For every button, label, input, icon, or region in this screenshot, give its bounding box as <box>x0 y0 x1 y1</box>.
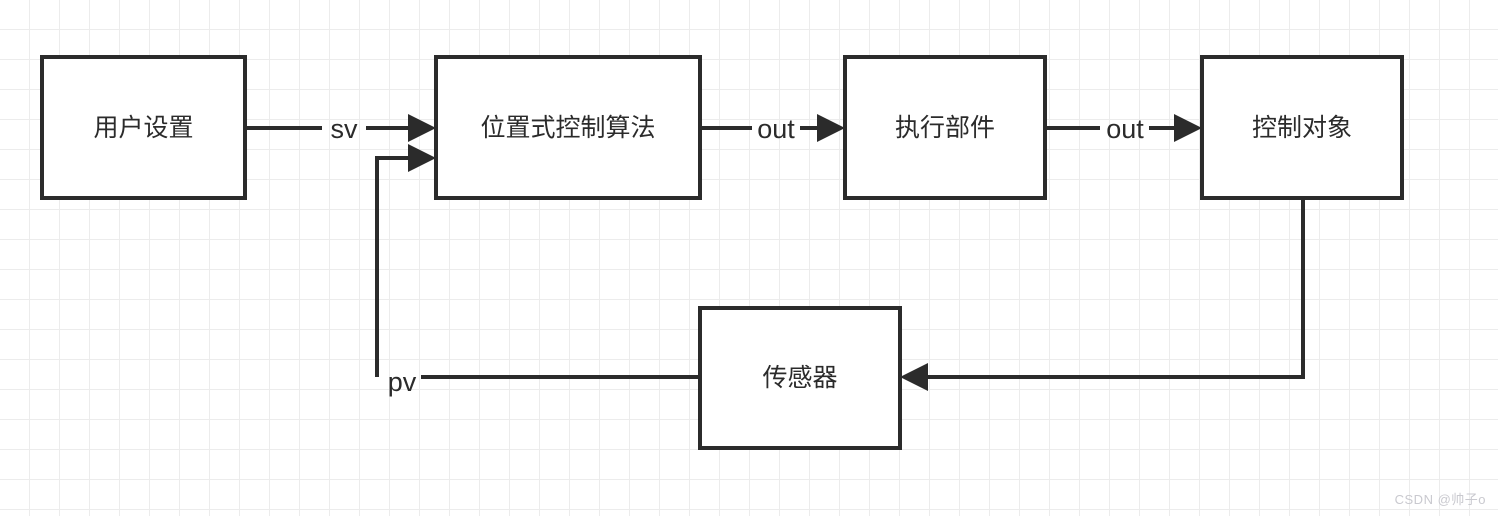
node-sensor-label: 传感器 <box>762 364 837 392</box>
node-controlled-object-box[interactable] <box>1200 55 1404 200</box>
node-position-control-algorithm-label: 位置式控制算法 <box>480 114 655 142</box>
node-position-control-algorithm[interactable]: 位置式控制算法 <box>434 55 702 200</box>
edge-plant-to-sensor-line <box>922 198 1305 379</box>
node-user-setting-box[interactable] <box>40 55 247 200</box>
edge-pv-line <box>375 156 700 379</box>
edge-sv-arrowhead <box>408 114 436 142</box>
node-sensor-box[interactable] <box>698 306 902 450</box>
edge-pv-arrowhead <box>408 144 436 172</box>
edge-sv: sv <box>245 114 436 144</box>
edge-out-1-label: out <box>757 114 795 144</box>
node-controlled-object-label: 控制对象 <box>1252 114 1352 142</box>
edge-out-2-arrowhead <box>1174 114 1202 142</box>
node-controlled-object[interactable]: 控制对象 <box>1200 55 1404 200</box>
node-user-setting-label: 用户设置 <box>93 114 193 142</box>
edge-out-1-arrowhead <box>817 114 845 142</box>
edge-out-2: out <box>1045 114 1202 144</box>
node-actuator-box[interactable] <box>843 55 1047 200</box>
node-position-control-algorithm-box[interactable] <box>434 55 702 200</box>
edge-out-2-label: out <box>1106 114 1144 144</box>
edge-out-1: out <box>700 114 845 144</box>
edge-pv-label: pv <box>388 367 417 397</box>
node-actuator[interactable]: 执行部件 <box>843 55 1047 200</box>
edge-plant-to-sensor-arrowhead <box>900 363 928 391</box>
node-sensor[interactable]: 传感器 <box>698 306 902 450</box>
watermark: CSDN @帅子o <box>1394 492 1486 507</box>
edge-sv-label: sv <box>331 114 359 144</box>
edge-pv: pv <box>375 144 700 397</box>
edge-plant-to-sensor <box>900 198 1305 391</box>
node-actuator-label: 执行部件 <box>895 114 995 142</box>
node-user-setting[interactable]: 用户设置 <box>40 55 247 200</box>
